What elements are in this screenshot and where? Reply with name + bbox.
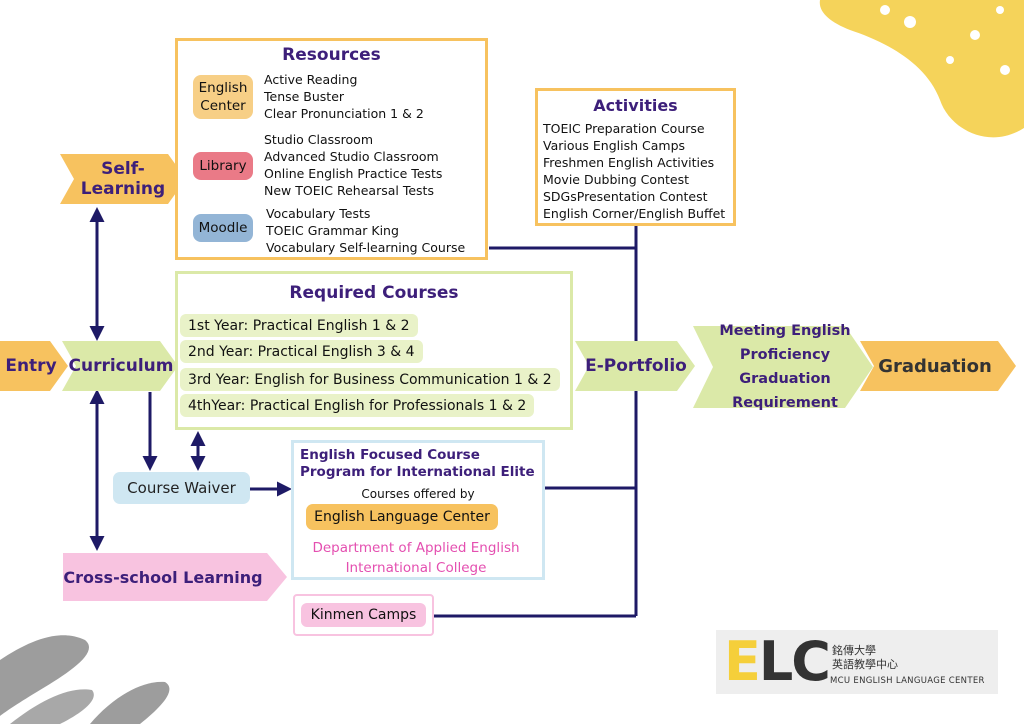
activities-list: TOEIC Preparation Course Various English… bbox=[543, 120, 725, 222]
course-waiver-box: Course Waiver bbox=[113, 472, 250, 504]
resource-item: Active Reading bbox=[264, 72, 358, 87]
activities-title: Activities bbox=[593, 96, 678, 115]
resource-item: Vocabulary Tests bbox=[266, 206, 371, 221]
program-elc-badge: English Language Center bbox=[306, 504, 498, 530]
activity-item: Movie Dubbing Contest bbox=[543, 172, 689, 187]
english-center-list: Active Reading Tense Buster Clear Pronun… bbox=[264, 71, 424, 122]
curriculum-label: Curriculum bbox=[68, 356, 174, 376]
resource-item: Clear Pronunciation 1 & 2 bbox=[264, 106, 424, 121]
resource-item: Advanced Studio Classroom bbox=[264, 149, 439, 164]
graduation-arrow bbox=[860, 341, 1016, 391]
elc-logo-chinese-line2: 英語教學中心 bbox=[832, 658, 898, 671]
resource-item: Online English Practice Tests bbox=[264, 166, 443, 181]
kinmen-camps-box: Kinmen Camps bbox=[293, 594, 434, 636]
moodle-tag: Moodle bbox=[193, 214, 253, 242]
activity-item: English Corner/English Buffet bbox=[543, 206, 726, 221]
yellow-blob-decoration bbox=[819, 0, 1024, 138]
cross-school-label: Cross-school Learning bbox=[63, 567, 263, 587]
program-dept-international-college: International College bbox=[345, 560, 487, 576]
elc-logo-letter-e: E bbox=[724, 630, 761, 693]
elc-logo: ELC 銘傳大學 英語教學中心 MCU ENGLISH LANGUAGE CEN… bbox=[716, 630, 998, 694]
curriculum-arrow bbox=[62, 341, 178, 391]
entry-label: Entry bbox=[5, 356, 57, 376]
eportfolio-arrow bbox=[575, 341, 695, 391]
activity-item: Various English Camps bbox=[543, 138, 686, 153]
entry-arrow bbox=[0, 341, 68, 391]
graduation-label: Graduation bbox=[878, 355, 992, 377]
program-dept-applied-english: Department of Applied English bbox=[312, 540, 520, 556]
elc-logo-letter-lc: LC bbox=[758, 630, 831, 693]
required-course-item: 4thYear: Practical English for Professio… bbox=[180, 394, 535, 417]
program-departments: Department of Applied English Internatio… bbox=[294, 538, 538, 578]
self-learning-label: Self-Learning bbox=[80, 159, 166, 199]
activity-item: TOEIC Preparation Course bbox=[543, 121, 705, 136]
english-center-tag: English Center bbox=[193, 75, 253, 119]
library-list: Studio Classroom Advanced Studio Classro… bbox=[264, 131, 442, 199]
moodle-list: Vocabulary Tests TOEIC Grammar King Voca… bbox=[266, 205, 465, 256]
meeting-requirement-label: Meeting English Proficiency Graduation R… bbox=[719, 323, 851, 411]
elc-logo-letters: ELC bbox=[724, 634, 831, 690]
elc-logo-english: MCU ENGLISH LANGUAGE CENTER bbox=[830, 676, 985, 686]
kinmen-camps-label: Kinmen Camps bbox=[300, 603, 427, 627]
eportfolio-label: E-Portfolio bbox=[585, 356, 687, 376]
required-course-item: 3rd Year: English for Business Communica… bbox=[180, 368, 560, 391]
activity-item: Freshmen English Activities bbox=[543, 155, 715, 170]
elc-logo-chinese: 銘傳大學 英語教學中心 bbox=[832, 644, 898, 672]
gray-brush-decoration bbox=[0, 635, 170, 724]
resource-item: Vocabulary Self-learning Course bbox=[266, 240, 466, 255]
required-courses-box: Required Courses 1st Year: Practical Eng… bbox=[175, 271, 573, 430]
cross-school-arrow bbox=[63, 553, 287, 601]
resources-box: Resources English Center Active Reading … bbox=[175, 38, 488, 260]
required-course-item: 1st Year: Practical English 1 & 2 bbox=[180, 314, 418, 337]
resource-item: Studio Classroom bbox=[264, 132, 374, 147]
library-tag: Library bbox=[193, 152, 253, 180]
elc-logo-chinese-line1: 銘傳大學 bbox=[832, 644, 876, 657]
activity-item: SDGsPresentation Contest bbox=[543, 189, 708, 204]
program-title: English Focused Course Program for Inter… bbox=[300, 447, 535, 480]
resource-item: New TOEIC Rehearsal Tests bbox=[264, 183, 434, 198]
self-learning-arrow bbox=[60, 154, 186, 204]
required-course-item: 2nd Year: Practical English 3 & 4 bbox=[180, 340, 423, 363]
resources-title: Resources bbox=[282, 45, 381, 65]
resource-item: TOEIC Grammar King bbox=[266, 223, 399, 238]
required-courses-title: Required Courses bbox=[289, 283, 459, 303]
program-offered-by: Courses offered by bbox=[361, 487, 475, 501]
meeting-requirement-arrow bbox=[693, 326, 873, 408]
activities-box: Activities TOEIC Preparation Course Vari… bbox=[535, 88, 736, 226]
program-box: English Focused Course Program for Inter… bbox=[291, 440, 545, 580]
resource-item: Tense Buster bbox=[264, 89, 345, 104]
